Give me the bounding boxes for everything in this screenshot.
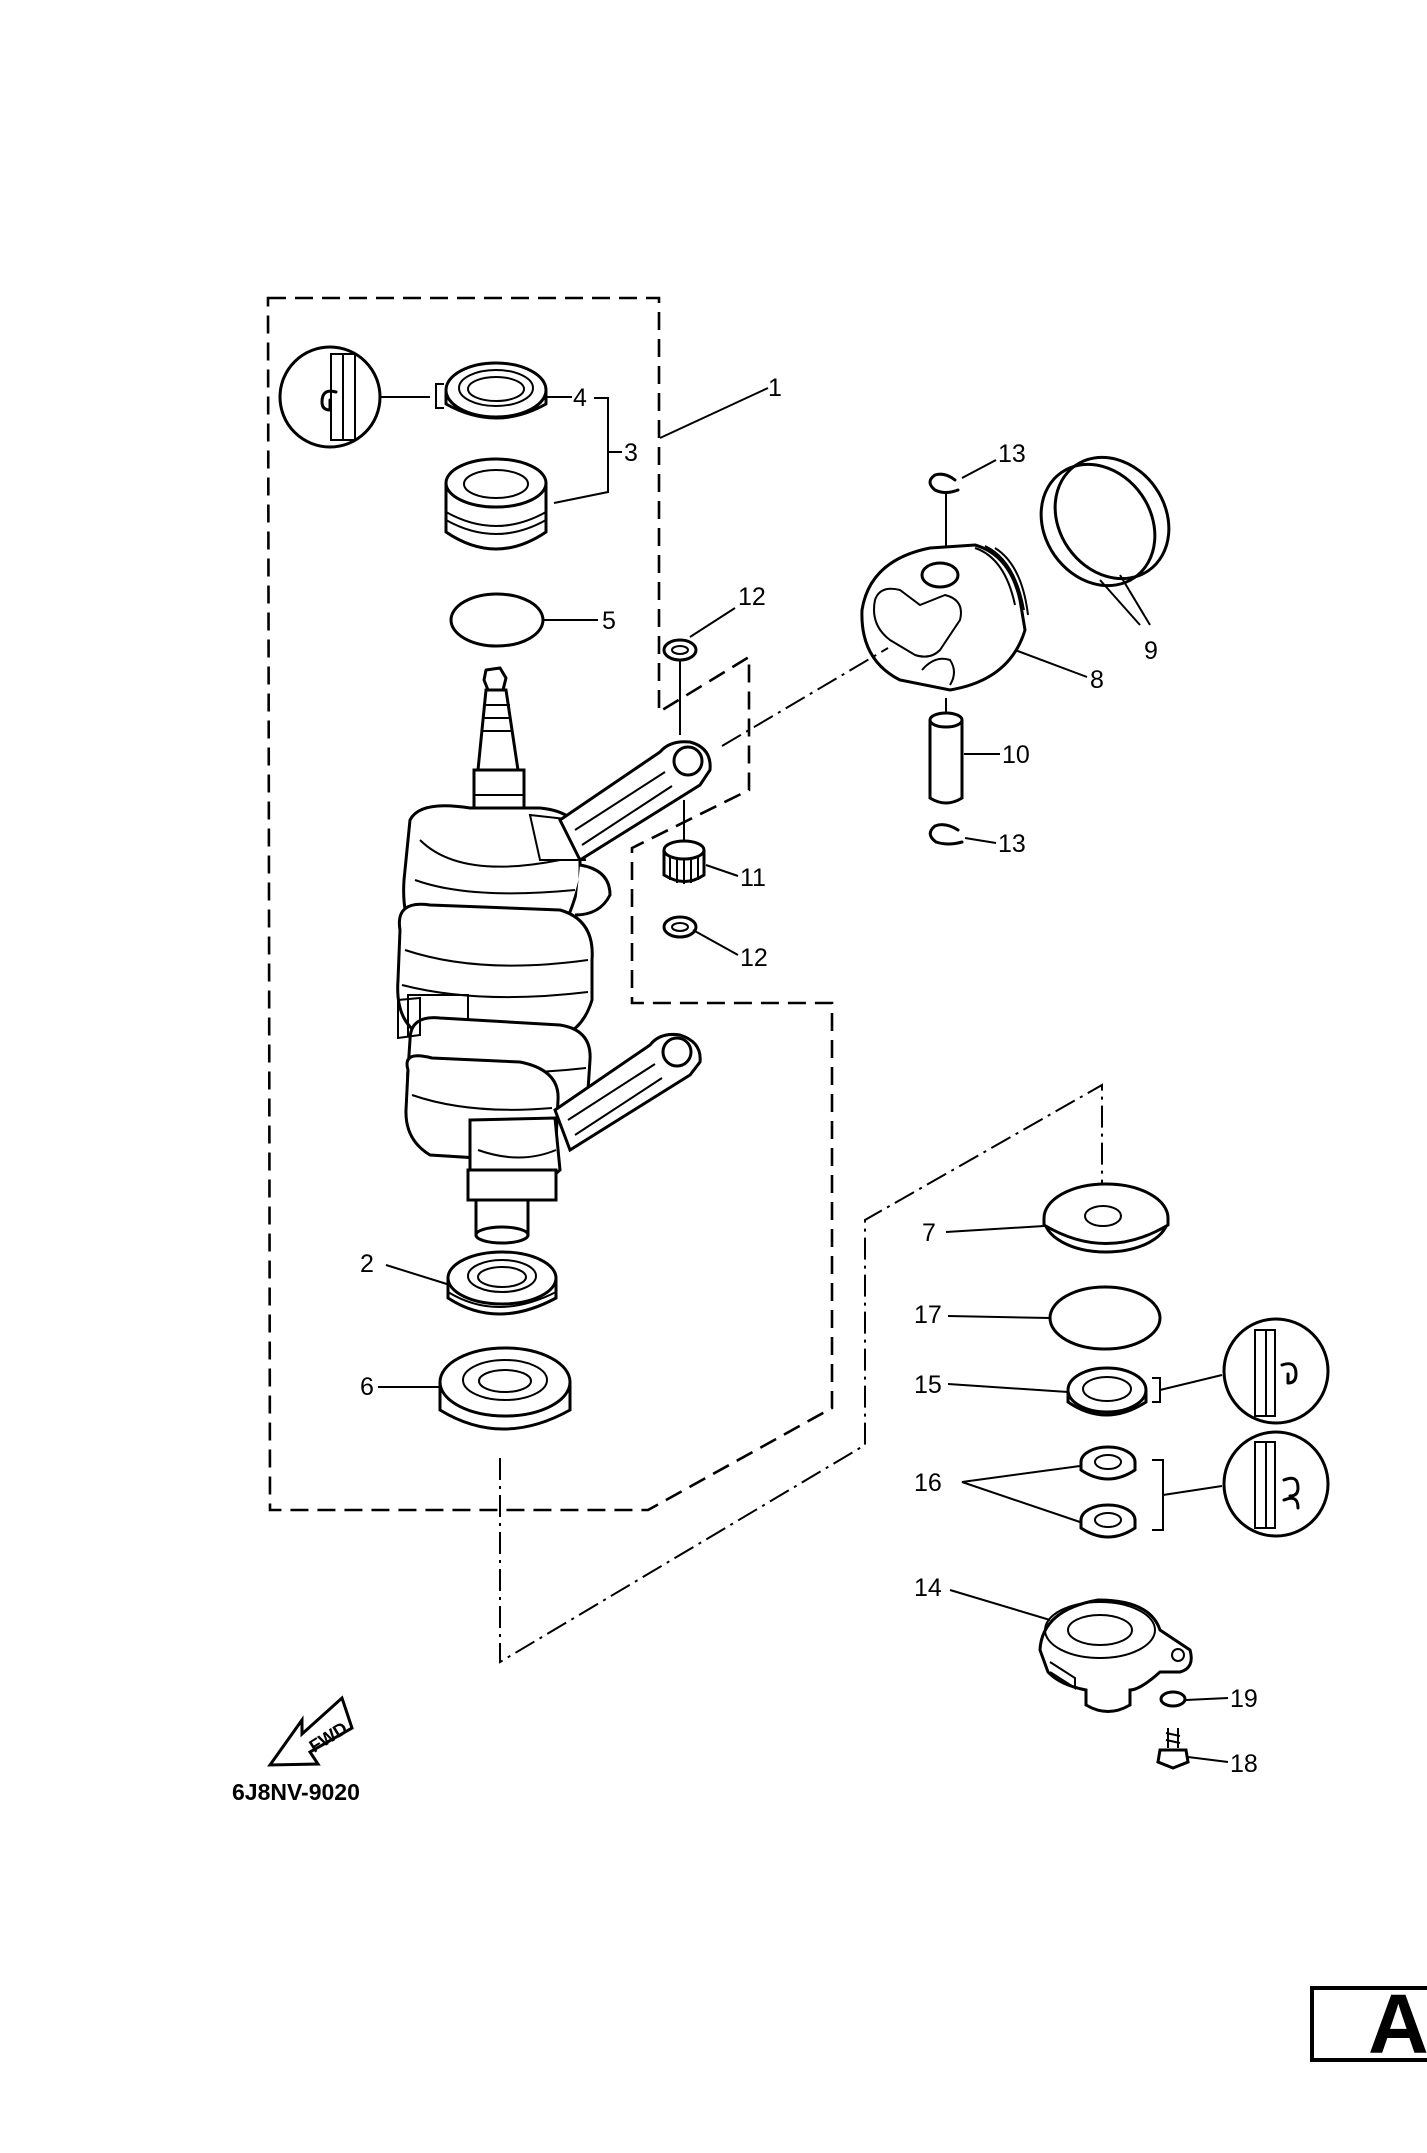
part-12-washer-lower	[662, 915, 698, 939]
callout-11: 11	[740, 864, 766, 892]
callout-14: 14	[914, 1574, 942, 1602]
part-15-oil-seal	[1066, 1366, 1223, 1417]
part-16-oil-seals	[1079, 1445, 1223, 1539]
callout-13-upper: 13	[998, 440, 1026, 468]
callout-12-lower: 12	[740, 944, 768, 972]
callout-13-lower: 13	[998, 830, 1026, 858]
part-2-oil-seal	[446, 1250, 558, 1316]
callout-12-upper: 12	[738, 583, 766, 611]
callout-3: 3	[624, 439, 638, 467]
callout-19: 19	[1230, 1685, 1258, 1713]
seal-detail-icon-part-15	[1222, 1317, 1330, 1425]
leader-16	[961, 1465, 1081, 1523]
leader-17	[947, 1315, 1051, 1319]
callout-8: 8	[1090, 666, 1104, 694]
part-14-housing	[1038, 1598, 1193, 1713]
crankshaft-assembly-boundary	[266, 296, 834, 1512]
leader-15	[947, 1383, 1069, 1393]
part-19-washer	[1159, 1690, 1187, 1708]
leader-7	[945, 1225, 1045, 1233]
part-9-piston-rings	[1039, 455, 1171, 626]
part-3-bearing-housing	[444, 457, 548, 551]
leader-2	[385, 1264, 451, 1286]
part-8-piston	[860, 543, 1029, 692]
leader-12a	[689, 607, 736, 638]
leader-18	[1187, 1756, 1229, 1763]
double-seal-detail-icon-part-16	[1222, 1430, 1330, 1538]
alignment-line-lower-group	[499, 1083, 1103, 1664]
callout-1: 1	[768, 374, 782, 402]
callout-16: 16	[914, 1469, 942, 1497]
part-10-piston-pin	[928, 698, 964, 805]
part-12-washer-upper	[662, 638, 698, 662]
drawing-code: 6J8NV-9020	[232, 1779, 360, 1805]
leader-14	[949, 1589, 1051, 1621]
seal-detail-icon-top	[278, 345, 444, 449]
crankshaft	[396, 666, 594, 1245]
leader-12b	[692, 929, 739, 956]
part-18-bolt	[1156, 1728, 1190, 1770]
connecting-rod-lower	[553, 1033, 702, 1153]
part-5-o-ring	[449, 592, 545, 648]
callout-5: 5	[602, 607, 616, 635]
callout-10: 10	[1002, 741, 1030, 769]
callout-18: 18	[1230, 1750, 1258, 1778]
forward-arrow-icon: FWD	[267, 1695, 354, 1767]
part-6-bearing	[438, 1346, 572, 1431]
connecting-rod-upper	[558, 740, 712, 917]
callout-4: 4	[573, 384, 587, 412]
leader-8	[1014, 649, 1088, 678]
leader-13b	[964, 837, 997, 844]
callout-17: 17	[914, 1301, 942, 1329]
leader-11	[705, 864, 739, 877]
leader-3	[553, 397, 609, 504]
part-17-o-ring	[1048, 1285, 1162, 1351]
part-11-needle-bearing	[662, 800, 706, 884]
alignment-line-piston	[721, 647, 889, 747]
callout-15: 15	[914, 1371, 942, 1399]
callout-9: 9	[1144, 637, 1158, 665]
part-7-thrust-washer	[1042, 1182, 1170, 1254]
callout-6: 6	[360, 1373, 374, 1401]
leader-13a	[961, 459, 997, 479]
part-13-circlip-lower	[928, 823, 964, 846]
part-4-oil-seal	[444, 361, 548, 420]
callout-7: 7	[922, 1219, 936, 1247]
callout-2: 2	[360, 1250, 374, 1278]
section-letter-box: A	[1310, 1977, 1427, 2071]
leader-19	[1185, 1697, 1229, 1701]
section-letter: A	[1368, 1977, 1427, 2071]
leader-1	[659, 387, 769, 439]
part-13-circlip-upper	[928, 472, 960, 494]
